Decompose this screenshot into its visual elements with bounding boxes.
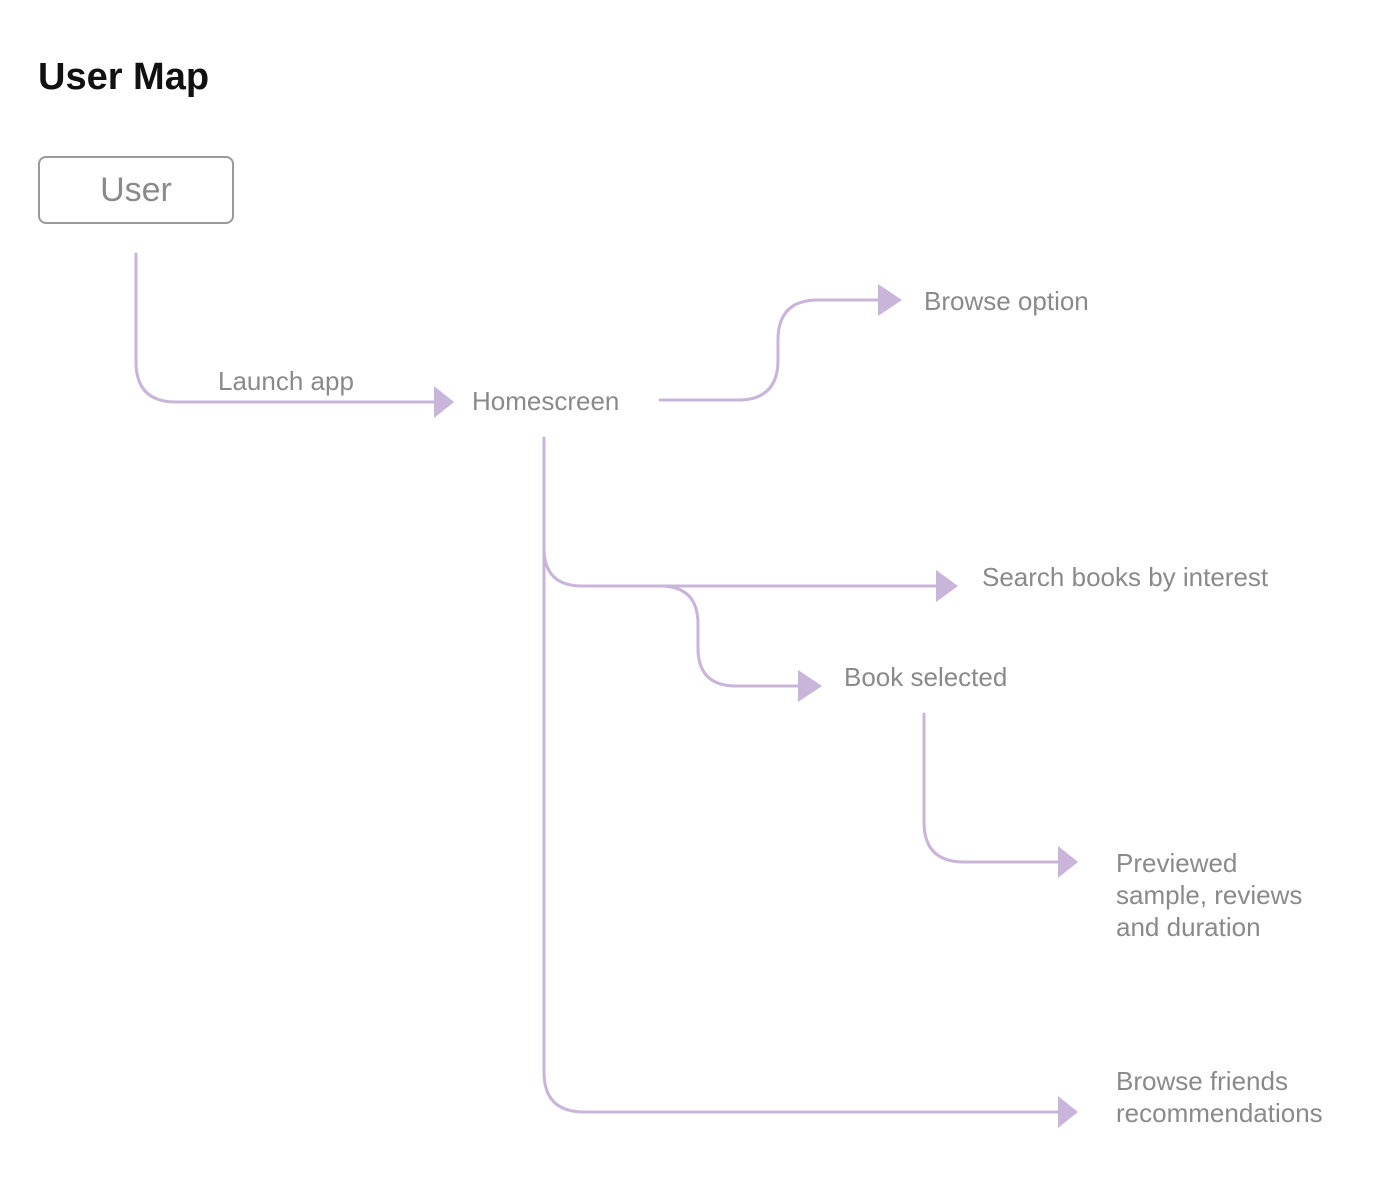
connector-search-to-book-selected [658, 584, 804, 688]
arrowhead-search-books [936, 570, 958, 602]
user-node[interactable]: User [38, 156, 234, 224]
node-browse-friends[interactable]: Browse friends recommendations [1116, 1065, 1323, 1129]
connector-homescreen-trunk [542, 436, 1064, 1114]
node-previewed-line-2: sample, reviews [1116, 880, 1303, 910]
node-previewed-line-1: Previewed [1116, 848, 1238, 878]
connector-book-selected-to-previewed [922, 712, 1064, 864]
node-browse-option[interactable]: Browse option [924, 286, 1089, 316]
node-search-books[interactable]: Search books by interest [982, 562, 1269, 592]
arrowhead-homescreen [434, 386, 454, 418]
node-book-selected[interactable]: Book selected [844, 662, 1008, 692]
edge-label-launch-app: Launch app [218, 366, 354, 396]
connector-homescreen-to-browse-option [658, 298, 884, 402]
arrowhead-browse-option [878, 284, 902, 316]
node-previewed-line-3: and duration [1116, 912, 1261, 942]
connector-homescreen-to-search-books [542, 546, 942, 588]
node-previewed[interactable]: Previewed sample, reviews and duration [1116, 847, 1302, 943]
arrowhead-book-selected [798, 670, 822, 702]
arrowhead-browse-friends [1058, 1096, 1078, 1128]
node-homescreen[interactable]: Homescreen [472, 386, 620, 416]
node-browse-friends-line-1: Browse friends [1116, 1066, 1288, 1096]
page-title: User Map [38, 56, 210, 98]
node-browse-friends-line-2: recommendations [1116, 1098, 1323, 1128]
connector-user-to-homescreen [134, 252, 440, 404]
arrowhead-previewed [1058, 846, 1078, 878]
